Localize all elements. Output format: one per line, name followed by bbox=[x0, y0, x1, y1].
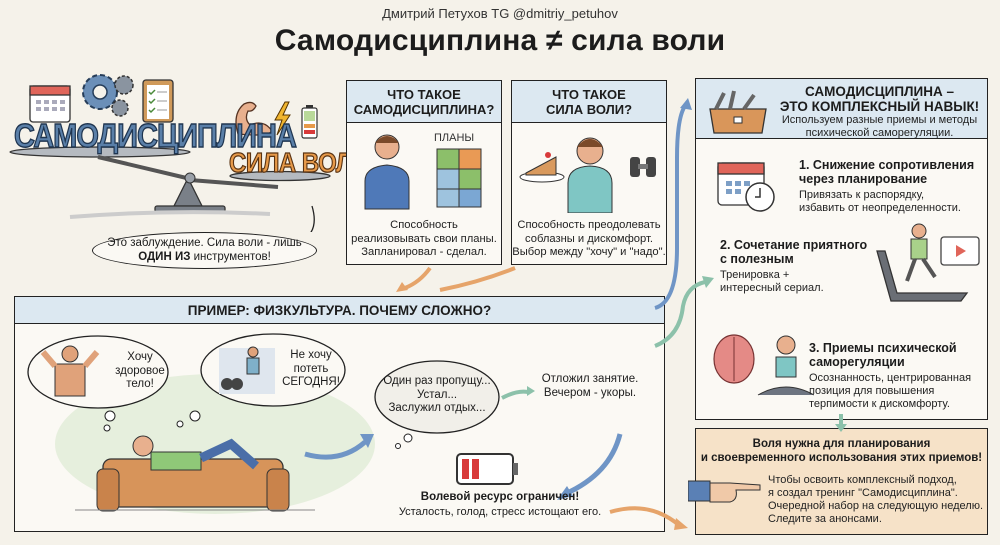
title-line: ЧТО ТАКОЕ bbox=[387, 87, 461, 102]
announcement-line: Чтобы освоить комплексный подход, bbox=[768, 474, 957, 486]
treadmill-icon bbox=[876, 223, 980, 302]
plans-label: ПЛАНЫ bbox=[434, 132, 475, 144]
speech-emphasis: ОДИН ИЗ bbox=[138, 251, 191, 263]
discipline-def-line: реализовывать свои планы. bbox=[351, 232, 497, 245]
arrow-sofa-to-cloud bbox=[304, 440, 367, 460]
willpower-conclusion-panel: Воля нужна для планирования и своевремен… bbox=[688, 428, 988, 535]
item-3-desc: Осознанность, центрированная bbox=[809, 372, 972, 384]
postponed-note: Отложил занятие. Вечером - укоры. bbox=[530, 372, 650, 400]
item-3-title: саморегуляции bbox=[809, 355, 905, 369]
item-2-desc: интересный сериал. bbox=[720, 282, 824, 294]
title-line: ЧТО ТАКОЕ bbox=[552, 87, 626, 102]
arrow-to-willpower-panel bbox=[439, 266, 516, 292]
speech-line-1: Это заблуждение. Сила воли - лишь bbox=[107, 237, 302, 249]
example-title: ПРИМЕР: ФИЗКУЛЬТУРА. ПОЧЕМУ СЛОЖНО? bbox=[15, 297, 664, 324]
willpower-def-line: Выбор между "хочу" и "надо". bbox=[512, 246, 666, 258]
item-2-desc: Тренировка + bbox=[720, 269, 790, 281]
cloud2-line: потеть bbox=[293, 362, 329, 375]
willpower-panel-title: ЧТО ТАКОЕ СИЛА ВОЛИ? bbox=[512, 81, 666, 123]
announcement-line: я создал тренинг "Самодисциплина". bbox=[768, 487, 958, 499]
exercise-example-panel: ПРИМЕР: ФИЗКУЛЬТУРА. ПОЧЕМУ СЛОЖНО? bbox=[14, 296, 665, 532]
item-1-title: 1. Снижение сопротивления bbox=[799, 158, 975, 172]
item-3-desc: позиция для повышения bbox=[809, 385, 935, 397]
training-announcement: Чтобы освоить комплексный подход, я созд… bbox=[768, 474, 983, 526]
calendar-clock-icon bbox=[717, 162, 775, 212]
calendar-icon bbox=[29, 85, 71, 123]
conclusion-heading: Воля нужна для планирования и своевремен… bbox=[696, 429, 987, 465]
cloud3-line: Устал... bbox=[416, 388, 458, 401]
cloud2-line: СЕГОДНЯ! bbox=[282, 376, 340, 388]
discipline-def-line: Способность bbox=[390, 219, 458, 231]
item-1-desc: Привязать к распорядку, bbox=[799, 189, 925, 201]
meditation-brain-icon bbox=[713, 334, 814, 396]
empty-battery-icon bbox=[456, 453, 518, 485]
cloud1-line: здоровое bbox=[115, 364, 165, 377]
willpower-definition-panel: ЧТО ТАКОЕ СИЛА ВОЛИ? Способность преодол… bbox=[511, 80, 667, 265]
cloud3-line: Заслужил отдых... bbox=[388, 402, 486, 414]
willpower-def-line: Способность преодолевать bbox=[517, 219, 661, 231]
skill-title-line: ЭТО КОМПЛЕКСНЫЙ НАВЫК! bbox=[779, 99, 980, 114]
title-line: САМОДИСЦИПЛИНА? bbox=[353, 102, 495, 117]
announcement-line: Очередной набор на следующую неделю. bbox=[768, 500, 984, 512]
arrow-panel-to-example bbox=[404, 266, 432, 290]
speech-line-2: инструментов! bbox=[190, 251, 271, 263]
battery-description: Усталость, голод, стресс истощают его. bbox=[398, 506, 602, 518]
cloud2-line: Не хочу bbox=[290, 349, 332, 361]
battery-low-icon bbox=[301, 105, 318, 139]
item-2-title: 2. Сочетание приятного bbox=[720, 238, 868, 252]
checklist-icon bbox=[142, 79, 174, 123]
flexed-arm-icon bbox=[235, 101, 273, 136]
discipline-def-line: Запланировал - сделал. bbox=[361, 246, 487, 258]
title-line: СИЛА ВОЛИ? bbox=[545, 102, 633, 117]
misconception-speech-bubble: Это заблуждение. Сила воли - лишь ОДИН И… bbox=[92, 232, 317, 269]
thought-cloud-excuses bbox=[374, 360, 500, 434]
item-1-title: через планирование bbox=[799, 172, 928, 186]
author-credit: Дмитрий Петухов TG @dmitriy_petuhov bbox=[382, 6, 618, 21]
skill-title-line: САМОДИСЦИПЛИНА – bbox=[804, 84, 954, 99]
toolbox-icon bbox=[709, 90, 767, 134]
arrow-to-postponed bbox=[501, 389, 529, 400]
conclusion-heading-line: Воля нужна для планирования bbox=[752, 438, 931, 450]
man-cake-dumbbell-illustration bbox=[519, 137, 656, 213]
arrow-to-battery bbox=[563, 433, 623, 497]
page-title: Самодисциплина ≠ сила воли bbox=[274, 24, 726, 57]
balance-scale bbox=[9, 146, 331, 219]
sofa-with-man-icon bbox=[75, 435, 315, 512]
cloud3-line: Один раз пропущу... bbox=[383, 375, 491, 387]
conclusion-heading-line: и своевременного использования этих прие… bbox=[700, 452, 983, 464]
gear-icon bbox=[82, 74, 134, 117]
discipline-definition-panel: ЧТО ТАКОЕ САМОДИСЦИПЛИНА? ПЛАНЫ Способно… bbox=[346, 80, 502, 265]
complex-skill-panel: САМОДИСЦИПЛИНА – ЭТО КОМПЛЕКСНЫЙ НАВЫК! … bbox=[695, 78, 988, 420]
discipline-panel-title: ЧТО ТАКОЕ САМОДИСЦИПЛИНА? bbox=[347, 81, 501, 123]
man-with-puzzle-illustration bbox=[364, 134, 482, 210]
example-illustration bbox=[27, 333, 623, 514]
skill-subtitle-line: психической саморегуляции. bbox=[805, 126, 954, 139]
battery-title: Волевой ресурс ограничен! bbox=[420, 491, 580, 503]
willpower-def-line: соблазны и дискомфорт. bbox=[525, 232, 653, 245]
item-3-desc: терпимости к дискомфорту. bbox=[809, 398, 950, 410]
item-1-desc: избавить от неопределенности. bbox=[799, 202, 961, 214]
discipline-word: САМОДИСЦИПЛИНА bbox=[13, 117, 297, 155]
item-3-title: 3. Приемы психической bbox=[809, 341, 957, 355]
item-2-title: с полезным bbox=[720, 252, 794, 266]
muscular-man-icon bbox=[40, 345, 100, 397]
scales-illustration bbox=[9, 74, 331, 232]
postponed-line: Вечером - укоры. bbox=[543, 387, 637, 399]
tired-gym-man-icon bbox=[219, 346, 275, 394]
postponed-line: Отложил занятие. bbox=[541, 373, 639, 385]
skill-subtitle-line: Используем разные приемы и методы bbox=[781, 114, 978, 126]
lightning-icon bbox=[274, 101, 291, 136]
announcement-line: Следите за анонсами. bbox=[768, 513, 882, 525]
cloud1-line: тело! bbox=[126, 378, 154, 390]
cloud1-line: Хочу bbox=[127, 351, 153, 363]
pointing-hand-icon bbox=[688, 480, 761, 503]
